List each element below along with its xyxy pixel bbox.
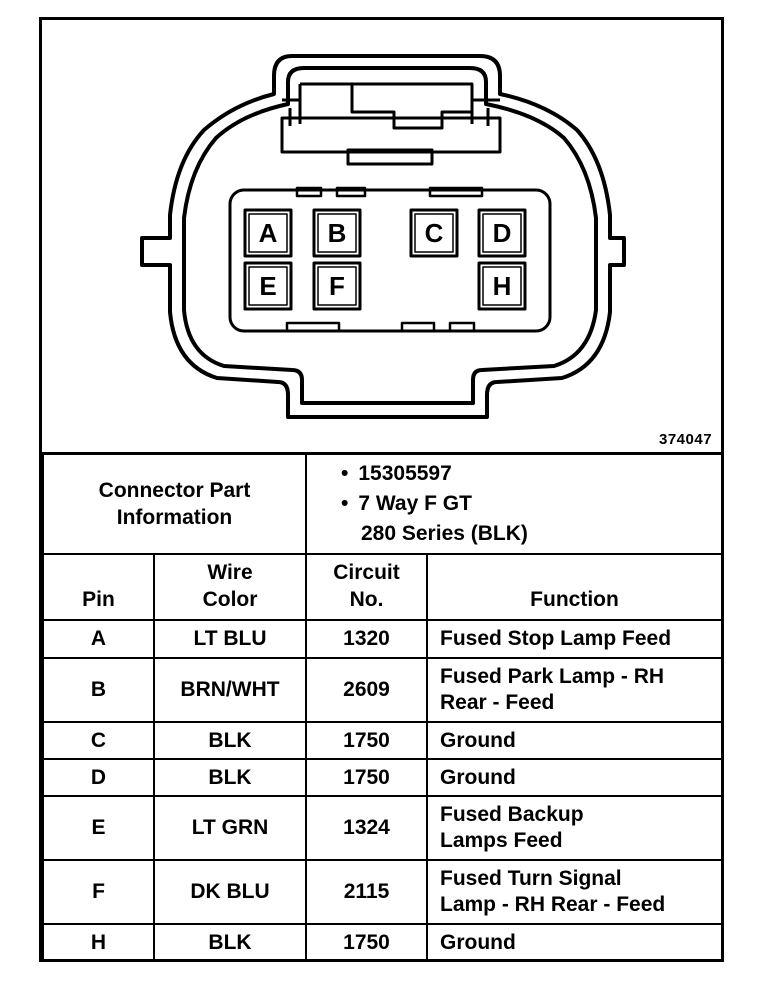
pin-label-f: F — [329, 271, 345, 301]
keying-slot — [285, 321, 341, 333]
cell-pin: D — [42, 758, 155, 797]
cell-circuit: 2609 — [305, 657, 428, 723]
latch-ribs — [282, 82, 500, 130]
figure-number: 374047 — [659, 431, 713, 448]
pin-label-b: B — [328, 218, 347, 248]
cell-pin: C — [42, 721, 155, 760]
header-pin: Pin — [42, 553, 155, 621]
connector-part-label: Connector Part Information — [42, 452, 307, 555]
connector-face-diagram: A B C D E F H — [140, 54, 626, 419]
part-description-line2: 280 Series (BLK) — [361, 522, 528, 545]
pin-cell-b — [312, 208, 362, 258]
pin-cell-a — [243, 208, 293, 258]
cell-pin: F — [42, 859, 155, 925]
part-description-line1: 7 Way F GT — [341, 489, 721, 519]
pinout-table: Connector Part Information 15305597 7 Wa… — [42, 452, 723, 962]
cell-pin: H — [42, 923, 155, 962]
pin-cell-d — [477, 208, 527, 258]
pin-cavity-body — [228, 188, 552, 333]
connector-housing-outline — [140, 54, 626, 419]
cell-wire-color: DK BLU — [153, 859, 307, 925]
part-number: 15305597 — [341, 459, 721, 489]
cell-pin: E — [42, 795, 155, 861]
cell-circuit: 1324 — [305, 795, 428, 861]
keying-slot — [295, 186, 323, 198]
pin-label-e: E — [259, 271, 276, 301]
pin-label-c: C — [425, 218, 444, 248]
cell-circuit: 1320 — [305, 619, 428, 659]
connector-part-row: Connector Part Information 15305597 7 Wa… — [42, 452, 723, 555]
table-row: A LT BLU 1320 Fused Stop Lamp Feed — [42, 619, 723, 659]
keying-slot — [335, 186, 367, 198]
table-row: H BLK 1750 Ground — [42, 923, 723, 962]
pin-cell-e — [243, 261, 293, 311]
header-function: Function — [426, 553, 723, 621]
table-row: C BLK 1750 Ground — [42, 721, 723, 760]
cell-wire-color: BLK — [153, 923, 307, 962]
connector-inner-outline — [182, 66, 598, 405]
pin-cell-f — [312, 261, 362, 311]
pin-cell-h — [477, 261, 527, 311]
cell-pin: A — [42, 619, 155, 659]
pin-label-a: A — [259, 218, 278, 248]
latch-tab — [346, 148, 434, 166]
cell-wire-color: LT BLU — [153, 619, 307, 659]
cell-circuit: 1750 — [305, 721, 428, 760]
cell-wire-color: BRN/WHT — [153, 657, 307, 723]
cell-wire-color: LT GRN — [153, 795, 307, 861]
table-row: D BLK 1750 Ground — [42, 758, 723, 797]
cell-function: Fused Stop Lamp Feed — [426, 619, 723, 659]
keying-slot — [448, 321, 476, 333]
cell-wire-color: BLK — [153, 721, 307, 760]
cell-circuit: 2115 — [305, 859, 428, 925]
connector-part-details: 15305597 7 Way F GT 280 Series (BLK) — [305, 452, 723, 555]
cell-function: Ground — [426, 721, 723, 760]
connector-sheet: A B C D E F H 374047 Connector Part Info… — [39, 17, 724, 962]
cell-wire-color: BLK — [153, 758, 307, 797]
keying-slot — [428, 186, 484, 198]
cell-function: Ground — [426, 758, 723, 797]
cell-function: Ground — [426, 923, 723, 962]
latch-block — [280, 116, 502, 154]
cell-circuit: 1750 — [305, 758, 428, 797]
cell-pin: B — [42, 657, 155, 723]
pin-label-d: D — [493, 218, 512, 248]
pin-label-h: H — [493, 271, 512, 301]
pin-cell-c — [409, 208, 459, 258]
cell-circuit: 1750 — [305, 923, 428, 962]
keying-slot — [400, 321, 436, 333]
